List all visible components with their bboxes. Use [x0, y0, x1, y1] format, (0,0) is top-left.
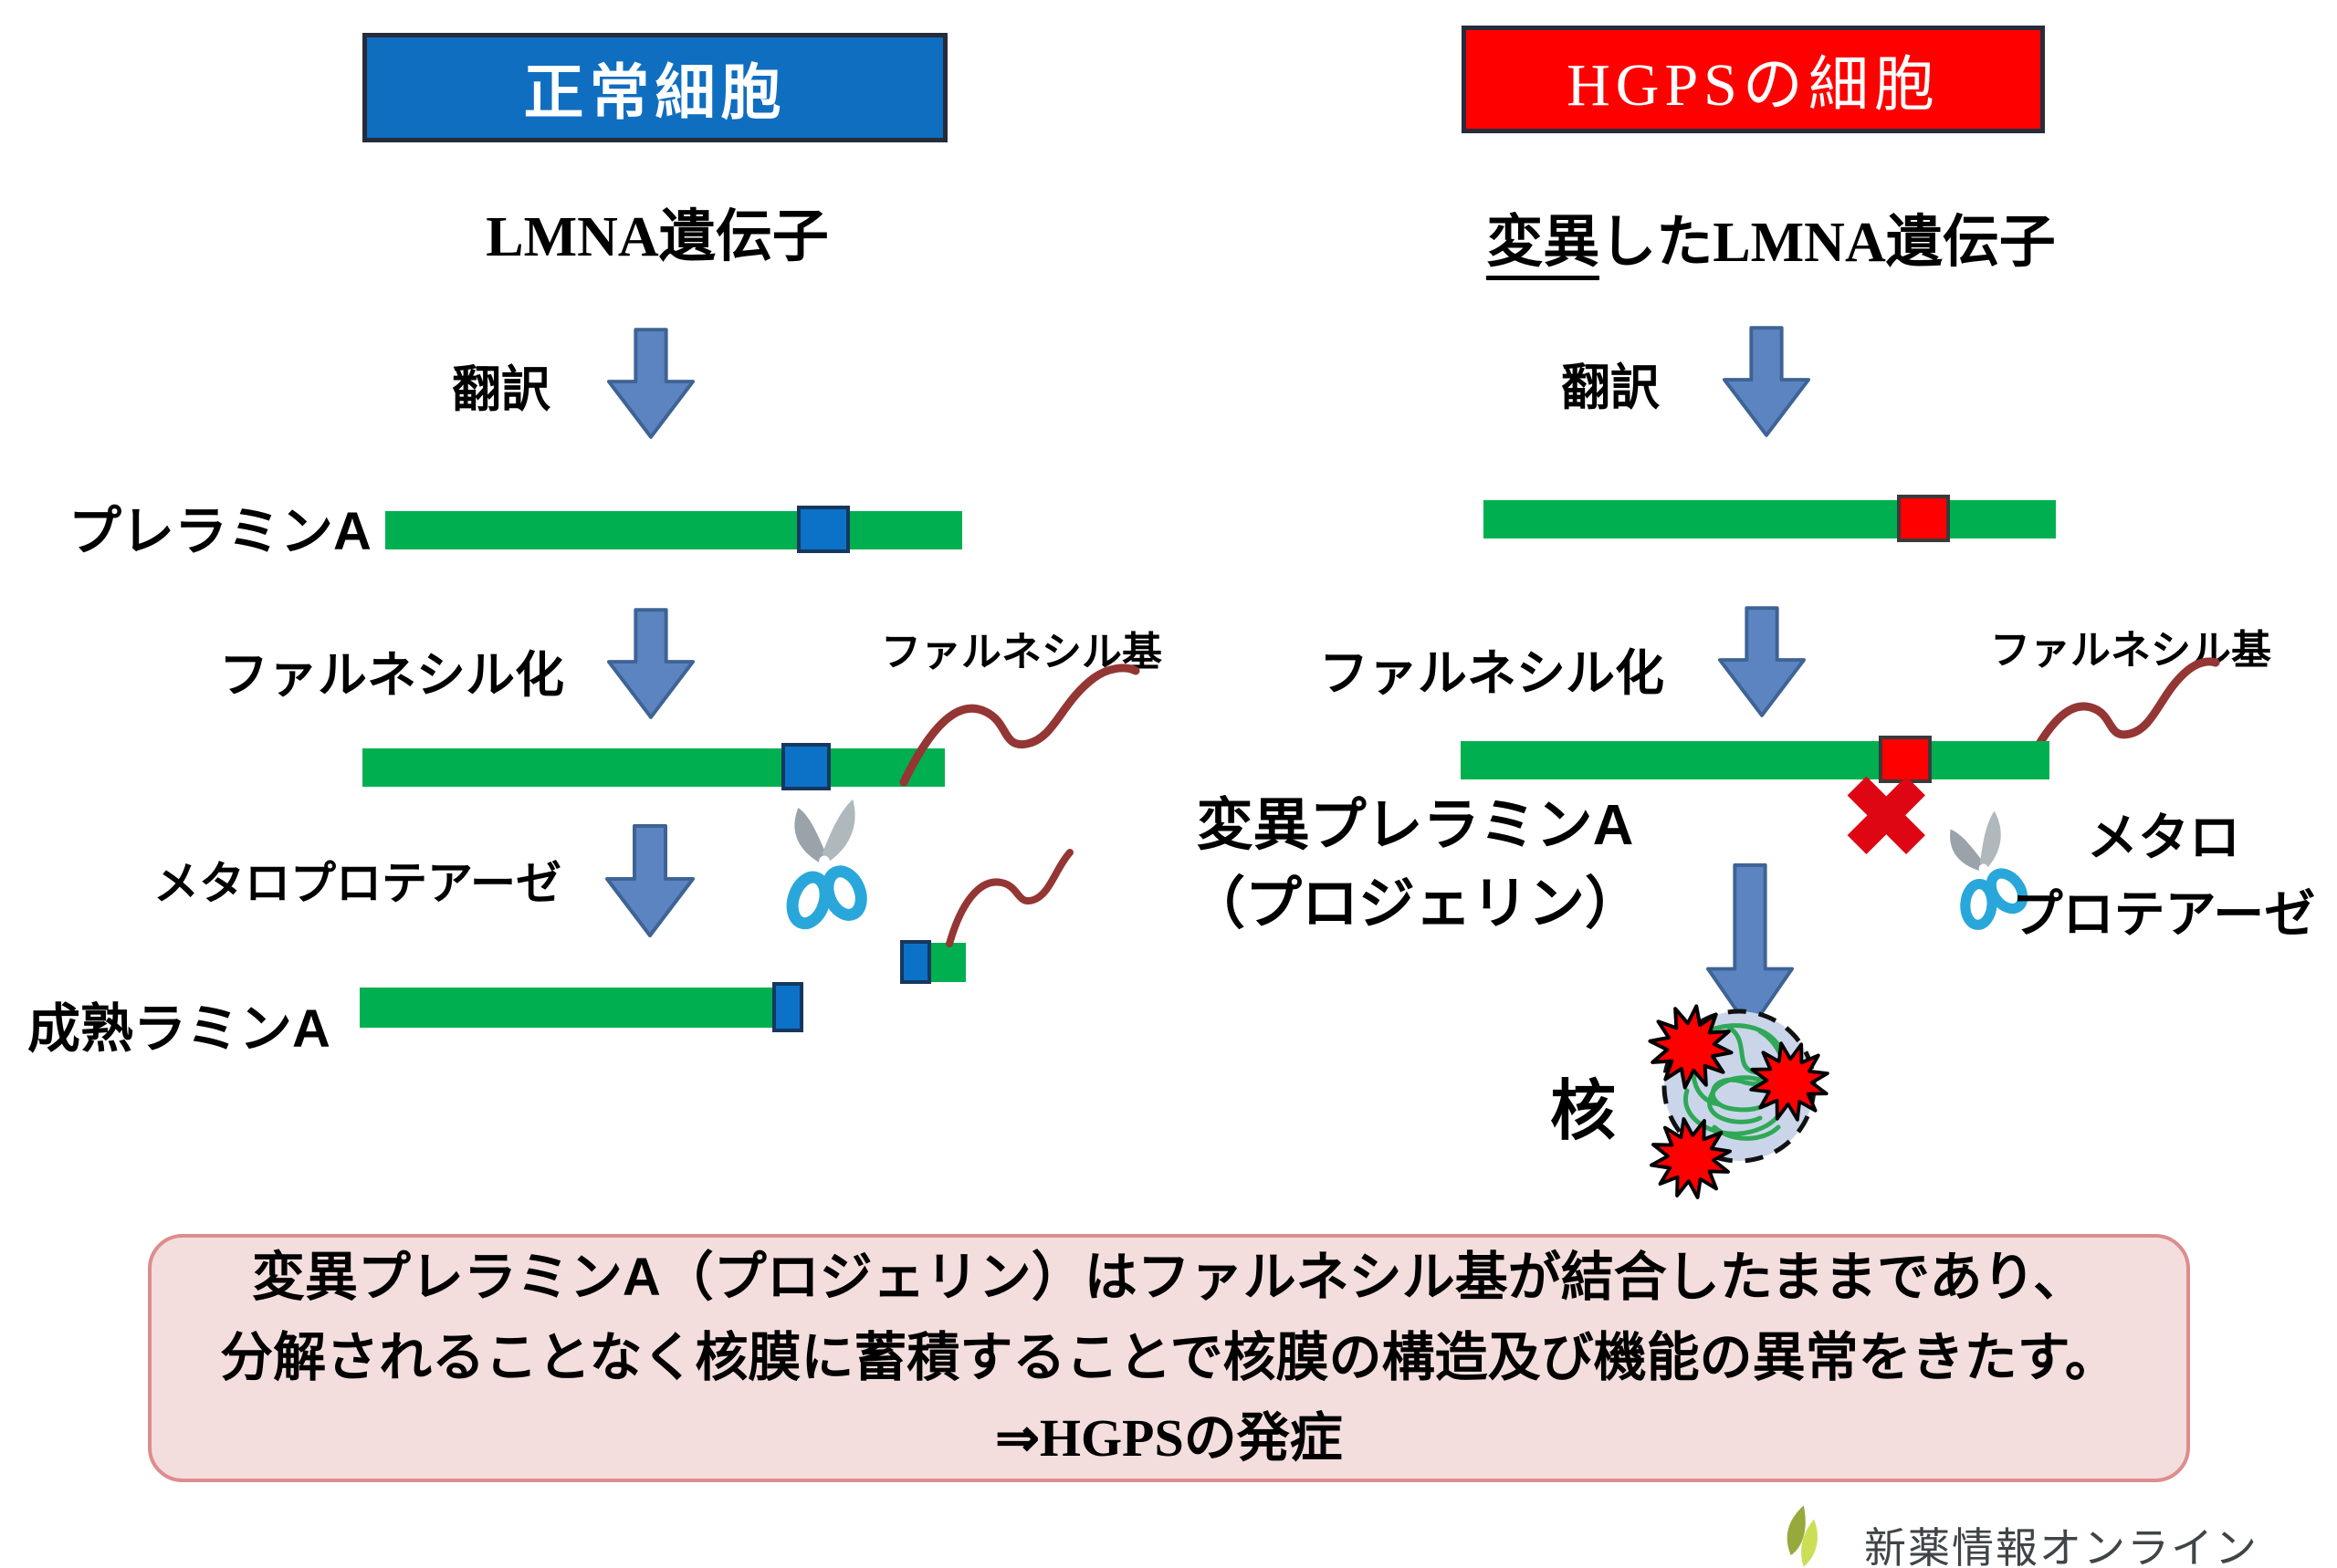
down-arrow-icon	[606, 608, 696, 719]
mutant-segment-red	[1897, 495, 1950, 542]
squiggle-farnesyl-icon	[2019, 657, 2220, 777]
summary-box: 変異プレラミンA（プロジェリン）はファルネシル基が結合したままであり、 分解され…	[148, 1234, 2190, 1482]
summary-line-3: ⇒HGPSの発症	[995, 1408, 1343, 1468]
leaf-logo-icon	[1787, 1505, 1818, 1567]
lmna-gene-label: LMNA遺伝子	[486, 206, 829, 268]
down-arrow-icon	[1717, 606, 1807, 717]
farnesyl-group-label-right: ファルネシル基	[1990, 628, 2271, 673]
lamin-segment-blue	[797, 506, 850, 553]
farnesylation-label-left: ファルネシル化	[219, 648, 564, 703]
hgps-cell-header-label: HGPSの細胞	[1567, 52, 1940, 119]
summary-line-1: 変異プレラミンA（プロジェリン）はファルネシル基が結合したままであり、	[251, 1248, 2087, 1307]
mature-lamin-bar	[360, 988, 803, 1028]
cleaved-fragment-green	[931, 943, 966, 982]
summary-line-2: 分解されることなく核膜に蓄積することで核膜の構造及び機能の異常をきたす。	[220, 1328, 2118, 1387]
mutant-segment-red	[1879, 736, 1932, 783]
lamin-segment-blue	[781, 743, 831, 790]
squiggle-farnesyl-icon	[946, 849, 1074, 947]
prelamin-a-label: プレラミンA	[68, 502, 372, 561]
farnesylation-label-right: ファルネシル化	[1319, 646, 1664, 701]
farnesylated-prelamin-bar-normal	[362, 748, 945, 787]
farnesylated-progerin-bar	[1461, 741, 2049, 779]
translation-label-left: 翻訳	[452, 362, 550, 417]
down-arrow-icon	[605, 824, 695, 937]
metalloprotease-label-right: メタロ プロテアーゼ	[2011, 809, 2316, 943]
progerin-label: 変異プレラミンA （プロジェリン）	[1188, 794, 1641, 936]
mutation-underlined-text: 変異	[1486, 211, 1600, 280]
mature-lamin-a-label: 成熟ラミンA	[27, 999, 330, 1059]
cleaved-fragment-blue	[900, 940, 931, 984]
normal-cell-header: 正常細胞	[362, 33, 948, 142]
brand-name: 新薬情報オンライン	[1864, 1524, 2258, 1568]
mature-lamin-blue-tip	[772, 982, 803, 1032]
prelamin-bar-hgps	[1483, 500, 2056, 538]
nucleus-icon	[1638, 998, 1838, 1211]
down-arrow-icon	[1722, 326, 1811, 437]
translation-label-right: 翻訳	[1561, 361, 1660, 415]
mutated-lmna-gene-label: 変異したLMNA遺伝子	[1433, 195, 2109, 280]
squiggle-farnesyl-icon	[899, 664, 1140, 787]
nucleus-label: 核	[1550, 1075, 1617, 1148]
cross-icon: ✖	[1840, 757, 1933, 879]
metalloprotease-label-left: メタロプロテアーゼ	[153, 858, 561, 909]
hgps-cell-header: HGPSの細胞	[1462, 26, 2045, 133]
prelamin-bar-normal	[385, 511, 962, 549]
scissors-icon	[765, 796, 884, 938]
normal-cell-header-label: 正常細胞	[523, 58, 787, 126]
down-arrow-icon	[606, 328, 696, 439]
